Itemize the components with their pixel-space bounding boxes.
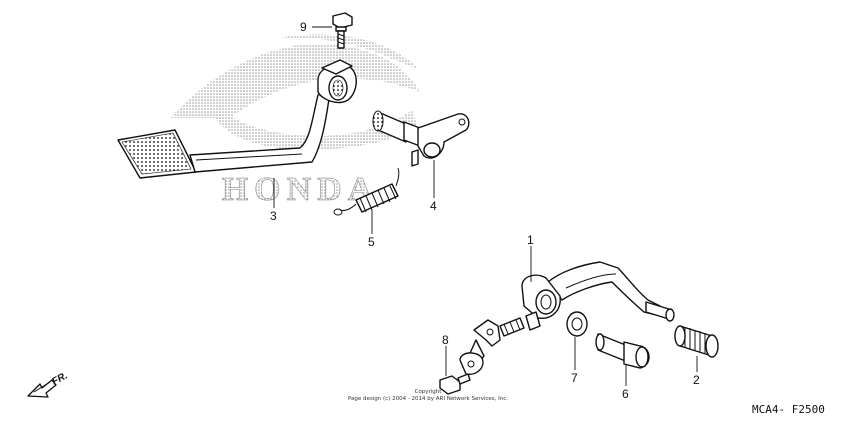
part-9-bolt [332, 12, 353, 49]
part-5-return-spring [333, 167, 400, 216]
callout-1: 1 [527, 233, 534, 247]
part-4-brake-pivot-arm [372, 110, 470, 167]
callout-7: 7 [571, 371, 578, 385]
front-direction-arrow-icon [27, 379, 57, 398]
part-1-shift-pedal [521, 261, 675, 331]
part-8-shift-link [439, 317, 525, 395]
front-direction-label: FR. [50, 370, 69, 387]
honda-watermark-text: HONDA [222, 171, 379, 208]
callout-4: 4 [430, 199, 437, 213]
copyright-line-2: Page design (c) 2004 - 2014 by ARI Netwo… [348, 396, 508, 402]
callout-6: 6 [622, 387, 629, 401]
callout-9: 9 [300, 20, 307, 34]
diagram-code: MCA4- F2500 [752, 403, 825, 416]
callout-8: 8 [442, 333, 449, 347]
callout-5: 5 [368, 235, 375, 249]
copyright-line-1: Copyright [415, 389, 443, 395]
part-3-brake-pedal [117, 59, 357, 179]
part-6-pivot-bolt [595, 333, 650, 369]
callout-3: 3 [270, 209, 277, 223]
callouts: 9 3 4 5 1 8 7 6 2 [270, 20, 700, 401]
honda-wing-watermark [170, 34, 420, 151]
part-7-washer [566, 311, 588, 337]
callout-2: 2 [693, 373, 700, 387]
leader-lines [273, 26, 698, 386]
part-2-pedal-rubber [674, 325, 719, 358]
